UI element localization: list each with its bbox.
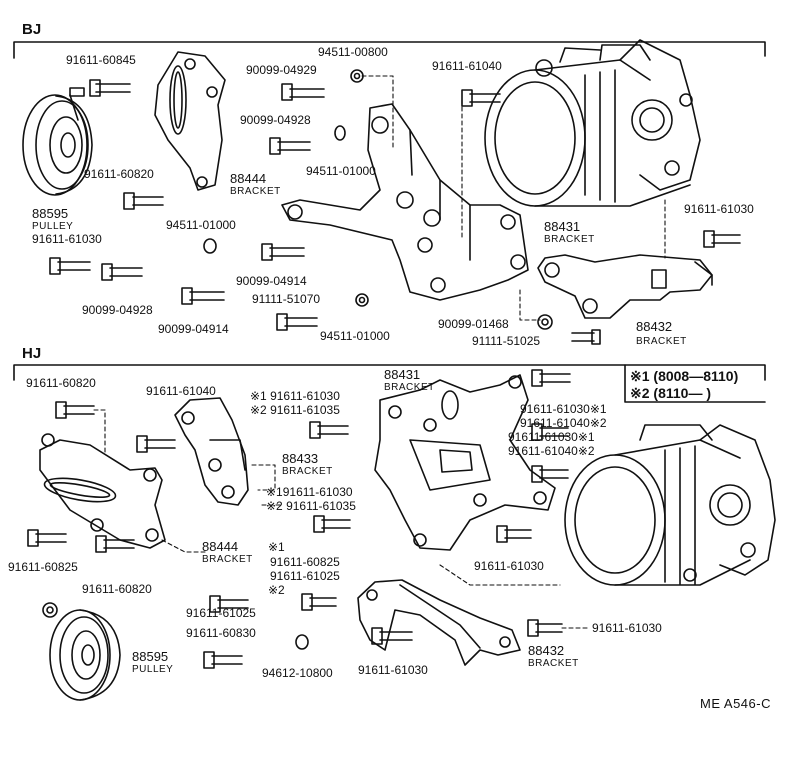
hj-leaders-drawing [94,410,590,628]
bj-bracket-88431-drawing [282,104,528,300]
part-number: 91611-60825 [270,555,340,569]
part-number: 94511-01000 [166,218,236,232]
part-number: 91111-51070 [252,292,321,306]
bj-bracket-88432-drawing [538,255,712,318]
part-number: 88444 [230,171,267,186]
part-number: 91611-61025 [270,569,340,583]
part-number: 91611-61040 [432,59,502,73]
bj-leaders-drawing [362,76,665,320]
part-name: BRACKET [544,234,595,245]
part-number: 94511-01000 [320,329,390,343]
part-number: 91611-61030※1 [508,430,595,444]
part-number: 88433 [282,451,319,466]
part-number: ※2 91611-61035 [250,403,340,417]
part-number: 88444 [202,539,239,554]
legend-marker: ※2 [268,583,285,597]
part-number: 91611-60820 [26,376,96,390]
part-number: 94511-01000 [306,164,376,178]
part-number: ※191611-61030 [266,485,353,499]
section-label-hj: HJ [22,345,42,362]
bj-frame [14,42,765,58]
part-name: PULLEY [132,664,174,675]
part-number: 91611-60845 [66,53,136,67]
part-name: BRACKET [230,186,281,197]
part-number: 88431 [544,219,581,234]
part-number: 88595 [32,206,69,221]
part-number: 90099-01468 [438,317,509,331]
bj-compressor-drawing [485,40,700,206]
part-number: 91611-61040※2 [508,444,595,458]
part-number: 91111-51025 [472,334,541,348]
part-number: 94511-00800 [318,45,388,59]
part-number: ※2 91611-61035 [266,499,356,513]
hj-bracket-88433-drawing [175,398,248,505]
part-number: 90099-04914 [158,322,229,336]
part-number: 91611-61040※2 [520,416,607,430]
hj-bracket-88444-drawing [40,434,165,548]
part-number: 91611-61030 [32,232,102,246]
hj-compressor-drawing [565,425,775,585]
legend-note-1: ※1 (8008—8110) [630,368,739,384]
part-number: 90099-04914 [236,274,307,288]
hj-pulley-drawing [43,603,120,700]
part-number: 90099-04929 [246,63,317,77]
part-number: 90099-04928 [82,303,153,317]
part-number: 88595 [132,649,169,664]
part-number: 88432 [636,319,673,334]
hj-legend-frame [625,365,765,402]
part-number: 91611-61030 [592,621,662,635]
part-number: 91611-61030 [684,202,754,216]
bj-bracket-88444-drawing [155,52,225,190]
part-number: 91611-60820 [82,582,152,596]
hj-bracket-88431-drawing [375,375,555,550]
part-number: 91611-61040 [146,384,216,398]
bj-pulley-drawing [23,88,92,195]
section-label-bj: BJ [22,21,42,38]
part-number: 91611-60830 [186,626,256,640]
part-number: ※1 91611-61030 [250,389,340,403]
hj-bracket-88432-drawing [358,580,520,665]
legend-note-2: ※2 (8110— ) [630,385,711,401]
diagram-code: ME A546-C [700,696,771,711]
part-name: PULLEY [32,221,74,232]
part-number: 91611-61030※1 [520,402,607,416]
part-name: BRACKET [202,554,253,565]
part-name: BRACKET [636,336,687,347]
part-name: BRACKET [282,466,333,477]
part-number: 91611-60820 [84,167,154,181]
part-name: BRACKET [528,658,579,669]
hj-frame [14,365,765,380]
part-name: BRACKET [384,382,435,393]
part-number: 91611-60825 [8,560,78,574]
bj-bolts-drawing [50,70,740,344]
hj-bolts-drawing [28,370,570,668]
part-number: 91611-61030 [474,559,544,573]
legend-marker: ※1 [268,540,285,554]
part-number: 88431 [384,367,421,382]
part-number: 91611-61030 [358,663,428,677]
part-number: 94612-10800 [262,666,333,680]
part-number: 88432 [528,643,565,658]
part-number: 91611-61025 [186,606,256,620]
part-number: 90099-04928 [240,113,311,127]
